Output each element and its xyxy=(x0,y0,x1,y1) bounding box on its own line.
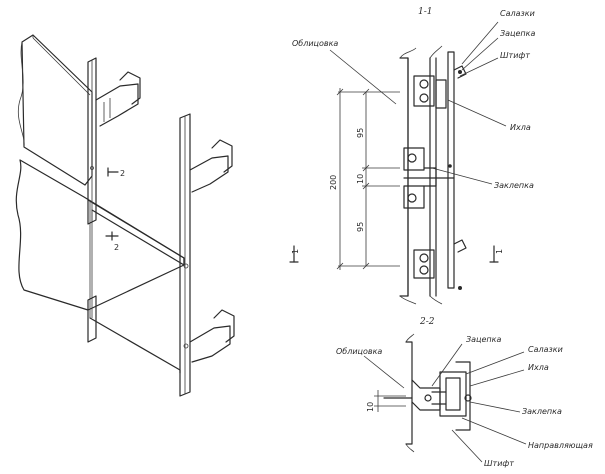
s2-label-bolt: Штифт xyxy=(484,459,514,468)
iso-section-mark-lower: 2 xyxy=(114,243,119,252)
s1-label-clip: Заклепка xyxy=(494,181,534,190)
section-2-title: 2-2 xyxy=(419,317,435,327)
s1-label-cladding: Облицовка xyxy=(292,39,338,48)
s1-marker-left: 1 xyxy=(291,249,300,254)
s1-label-bolt: Штифт xyxy=(500,51,530,60)
section-1-1 xyxy=(289,21,507,305)
s1-dim-lower: 95 xyxy=(356,222,365,232)
s1-dim-gap: 10 xyxy=(356,174,365,184)
s1-marker-right: 1 xyxy=(495,249,504,254)
s2-label-guide: Направляющая xyxy=(528,441,593,450)
section-2-2 xyxy=(363,333,527,463)
s1-label-bracket: Зацепка xyxy=(500,29,535,38)
s2-label-clip: Заклепка xyxy=(522,407,562,416)
s2-label-bracket: Зацепка xyxy=(466,335,501,344)
s1-dim-upper: 95 xyxy=(356,128,365,138)
s2-label-cladding: Облицовка xyxy=(336,347,382,356)
s1-label-spacer: Ихла xyxy=(510,123,531,132)
s1-label-rivet-top: Салазки xyxy=(500,9,535,18)
s2-label-spacer: Ихла xyxy=(528,363,549,372)
s2-dim-gap: 10 xyxy=(366,402,375,412)
s2-label-rivet-top: Салазки xyxy=(528,345,563,354)
section-1-title: 1-1 xyxy=(418,7,433,17)
isometric-view xyxy=(15,34,235,397)
s1-dim-total: 200 xyxy=(329,175,338,190)
iso-section-mark-upper: 2 xyxy=(120,169,125,178)
